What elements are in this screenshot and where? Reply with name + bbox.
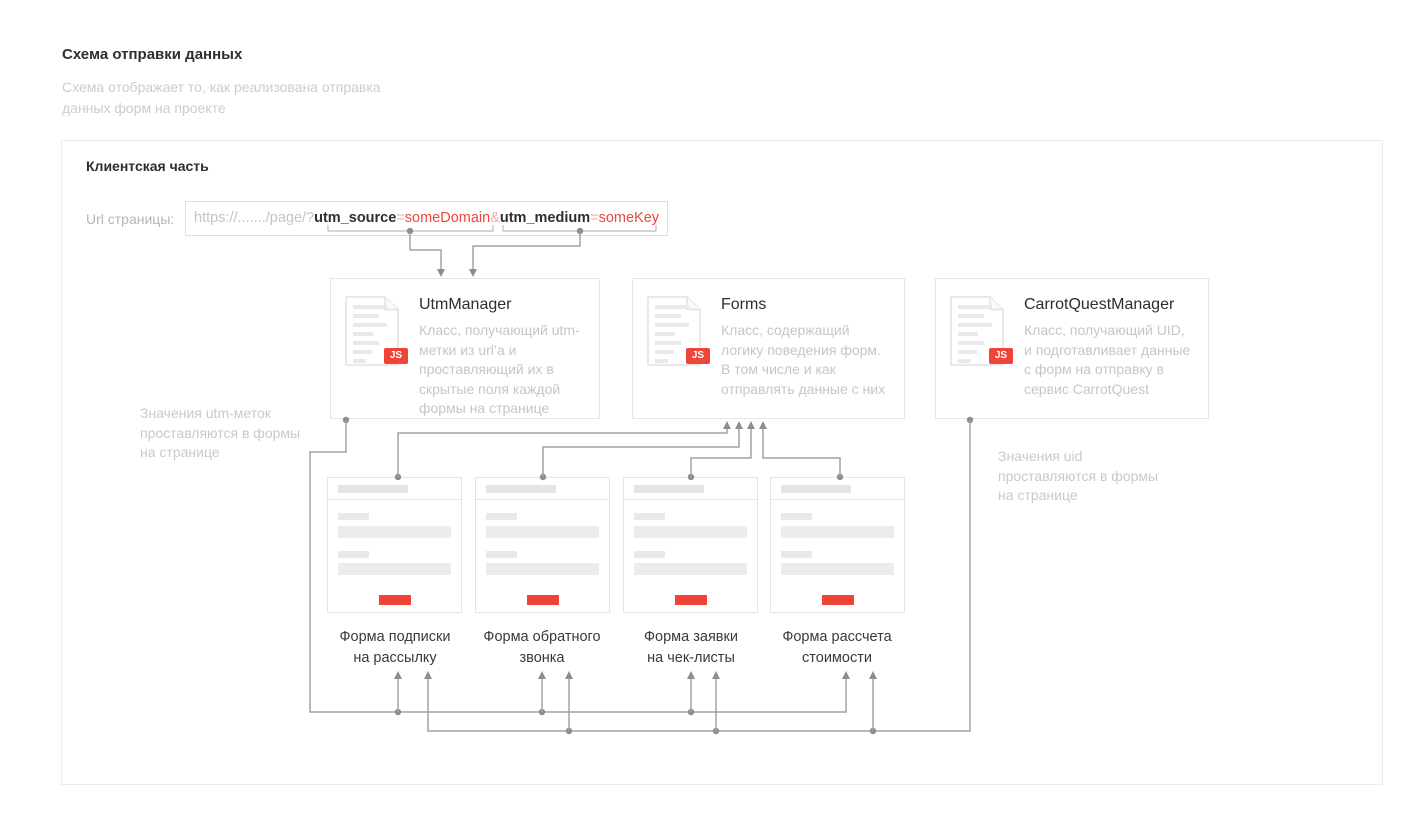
form-field-label-placeholder [486, 551, 517, 558]
client-area-label: Клиентская часть [86, 158, 209, 174]
form-input-placeholder [781, 563, 894, 575]
url-segment-some-key: someKey [598, 210, 660, 226]
form-card-cost-calc [770, 477, 905, 613]
class-name: Forms [721, 296, 767, 313]
form-submit-button-placeholder [378, 595, 411, 605]
class-name: CarrotQuestManager [1024, 296, 1175, 313]
form-header-placeholder [771, 478, 904, 500]
uid-values-note: Значения uid проставляются в формы на ст… [998, 448, 1159, 503]
form-input-placeholder [338, 563, 451, 575]
class-description: Класс, содержащий логику поведения форм.… [721, 322, 886, 397]
url-page-label: Url страницы: [86, 211, 175, 227]
js-badge: JS [989, 348, 1013, 364]
url-input: https://......./page/?utm_source=someDom… [185, 201, 668, 236]
utm-values-note: Значения utm-меток проставляются в формы… [140, 405, 301, 460]
client-area-container [61, 140, 1383, 785]
form-field-label-placeholder [486, 513, 517, 520]
form-label-cost-calc: Форма рассчета стоимости [782, 629, 892, 666]
url-segment-equals2: = [590, 210, 599, 226]
class-card-carrot-quest-manager: JS CarrotQuestManager Класс, получающий … [935, 278, 1209, 419]
form-submit-button-placeholder [526, 595, 559, 605]
form-input-placeholder [338, 526, 451, 538]
url-segment-base: https://......./page/? [194, 210, 315, 226]
form-field-label-placeholder [338, 513, 369, 520]
url-segment-equals: = [396, 210, 405, 226]
form-title-placeholder [781, 485, 851, 493]
form-label-subscription: Форма подписки на рассылку [339, 629, 451, 666]
form-title-placeholder [338, 485, 408, 493]
form-field-label-placeholder [781, 513, 812, 520]
form-submit-button-placeholder [674, 595, 707, 605]
class-description: Класс, получающий utm- метки из url’а и … [419, 322, 580, 416]
js-badge: JS [686, 348, 710, 364]
page-subtitle: Схема отображает то, как реализована отп… [62, 79, 381, 116]
form-field-label-placeholder [781, 551, 812, 558]
form-label-checklists: Форма заявки на чек-листы [644, 629, 738, 666]
form-title-placeholder [634, 485, 704, 493]
form-input-placeholder [486, 563, 599, 575]
form-header-placeholder [624, 478, 757, 500]
url-segment-utm-medium: utm_medium [499, 210, 591, 226]
form-input-placeholder [634, 526, 747, 538]
form-card-checklists [623, 477, 758, 613]
class-name: UtmManager [419, 296, 512, 313]
form-input-placeholder [486, 526, 599, 538]
form-submit-button-placeholder [821, 595, 854, 605]
form-card-subscription [327, 477, 462, 613]
form-header-placeholder [328, 478, 461, 500]
form-field-label-placeholder [634, 551, 665, 558]
url-segment-utm-source: utm_source [314, 210, 397, 226]
page-title: Схема отправки данных [62, 46, 243, 63]
form-card-callback [475, 477, 610, 613]
class-card-forms: JS Forms Класс, содержащий логику поведе… [632, 278, 905, 419]
url-segment-ampersand: & [490, 210, 500, 226]
form-title-placeholder [486, 485, 556, 493]
form-input-placeholder [781, 526, 894, 538]
url-segment-some-domain: someDomain [404, 210, 491, 226]
js-badge: JS [384, 348, 408, 364]
form-label-callback: Форма обратного звонка [483, 629, 601, 666]
class-card-utm-manager: JS UtmManager Класс, получающий utm- мет… [330, 278, 600, 419]
form-header-placeholder [476, 478, 609, 500]
form-field-label-placeholder [338, 551, 369, 558]
form-input-placeholder [634, 563, 747, 575]
class-description: Класс, получающий UID, и подготавливает … [1024, 322, 1191, 397]
form-field-label-placeholder [634, 513, 665, 520]
